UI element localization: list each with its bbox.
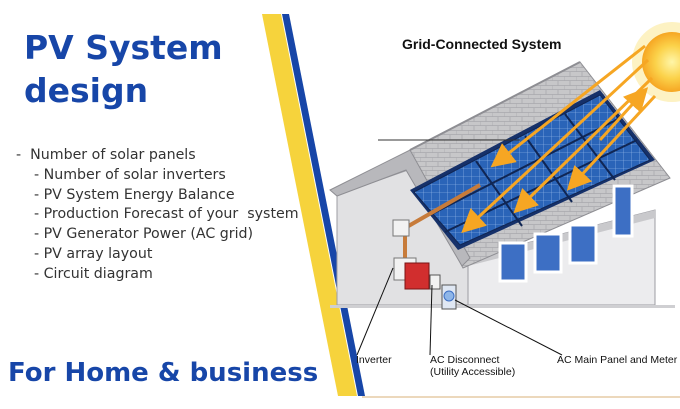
callout-ac-main-panel: AC Main Panel and Meter (557, 354, 678, 366)
meter-icon (441, 284, 457, 310)
window (498, 184, 634, 283)
feature-list: - Number of solar panels - Number of sol… (16, 146, 299, 285)
callout-inverter: Inverter (356, 354, 392, 366)
feature-item: - Number of solar inverters (34, 166, 226, 183)
sun-icon (632, 22, 680, 102)
title-line-1: PV System (24, 28, 223, 67)
callout-leader-lines (356, 267, 563, 356)
feature-item: - Number of solar panels (16, 147, 196, 163)
page-title: PV System design (24, 26, 223, 112)
feature-item: - PV Generator Power (AC grid) (34, 226, 254, 243)
feature-item: - PV System Energy Balance (34, 186, 235, 203)
yellow-accent-stripe (262, 14, 357, 396)
tagline: For Home & business (8, 358, 319, 388)
feature-item: - Production Forecast of your system (34, 206, 299, 223)
feature-item: - PV array layout (34, 245, 153, 262)
feature-item: - Circuit diagram (34, 265, 153, 282)
sun-ray-arrows (461, 44, 657, 234)
callout-ac-disconnect: AC Disconnect (430, 354, 500, 366)
ac-disconnect-icon (404, 262, 441, 290)
diagram-title: Grid-Connected System (402, 36, 561, 52)
title-line-2: design (24, 71, 149, 110)
callout-ac-disconnect-note: (Utility Accessible) (430, 366, 515, 378)
